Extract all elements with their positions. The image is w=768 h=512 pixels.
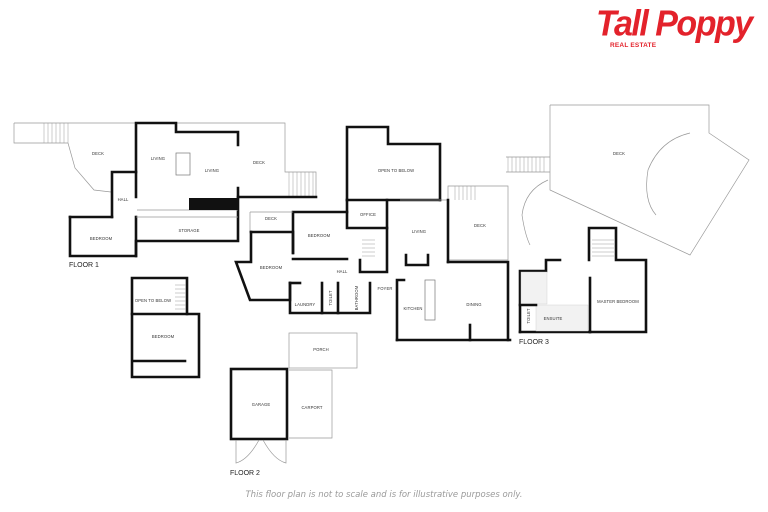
room-label: HALL — [337, 269, 348, 274]
brand-name: Tall Poppy — [596, 4, 753, 44]
room-label: BATHROOM — [354, 285, 359, 310]
room-label: DECK — [474, 223, 486, 228]
room-label: BEDROOM — [260, 265, 283, 270]
floor-1-label: FLOOR 1 — [69, 262, 99, 269]
floor-3-label: FLOOR 3 — [519, 339, 549, 346]
room-label: FOYER — [378, 286, 393, 291]
room-label: DECK — [253, 160, 265, 165]
room-label: BEDROOM — [308, 233, 331, 238]
room-label: TOILET — [328, 290, 333, 306]
floor-2: OPEN TO BELOW OFFICE LIVING DECK BEDROOM… — [130, 125, 512, 477]
brand-logo: Tall Poppy REAL ESTATE — [596, 4, 762, 54]
floor-2-label: FLOOR 2 — [230, 470, 260, 477]
floor-3: DECK MASTER BEDROOM ENSUITE TOILET FLOOR… — [506, 104, 750, 346]
room-label: DECK — [92, 151, 104, 156]
room-label: OPEN TO BELOW — [135, 298, 171, 303]
room-label: CARPORT — [301, 405, 322, 410]
room-label: GARAGE — [252, 402, 271, 407]
room-label: OFFICE — [360, 212, 376, 217]
room-label: DECK — [613, 151, 625, 156]
room-label: STORAGE — [178, 228, 199, 233]
room-label: KITCHEN — [403, 306, 422, 311]
room-label: DECK — [265, 216, 277, 221]
room-label: LIVING — [412, 229, 426, 234]
room-label: TOILET — [526, 308, 531, 324]
brand-tagline: REAL ESTATE — [610, 42, 657, 49]
room-label: ENSUITE — [544, 316, 563, 321]
floor-1: DECK LIVING LIVING DECK HALL BEDROOM STO… — [13, 121, 318, 269]
room-label: DINING — [466, 302, 481, 307]
room-label: MASTER BEDROOM — [597, 299, 639, 304]
room-label: OPEN TO BELOW — [378, 168, 414, 173]
room-label: LIVING — [151, 156, 165, 161]
room-label: BEDROOM — [152, 334, 175, 339]
room-label: HALL — [118, 197, 129, 202]
room-label: BEDROOM — [90, 236, 113, 241]
room-label: LAUNDRY — [295, 302, 316, 307]
disclaimer: This floor plan is not to scale and is f… — [245, 490, 523, 500]
room-label: LIVING — [205, 168, 219, 173]
room-label: PORCH — [313, 347, 329, 352]
